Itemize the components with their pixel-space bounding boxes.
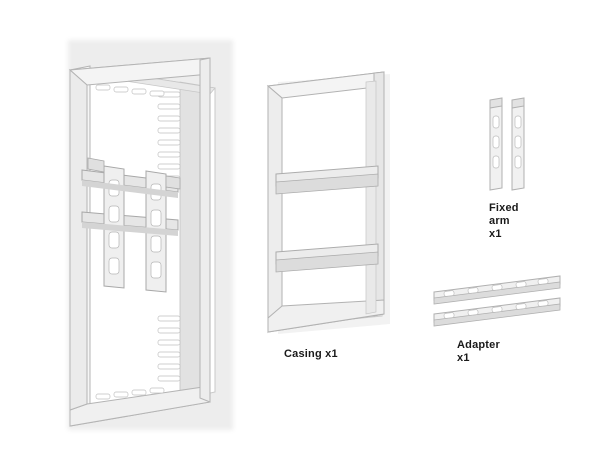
adapter-label: Adapter x1 [457,339,500,364]
assembled-mount [60,30,245,430]
assembly-frame-svg [68,57,216,427]
adapter-svg [433,275,561,327]
fixed-arm-label: Fixed arm x1 [489,202,519,240]
adapter: Adapter x1 [428,270,568,364]
casing: Casing x1 [262,66,402,360]
fixed-arm: Fixed arm x1 [484,96,532,240]
casing-svg [266,71,390,334]
fixed-arm-svg [489,97,525,191]
casing-label: Casing x1 [284,348,338,360]
